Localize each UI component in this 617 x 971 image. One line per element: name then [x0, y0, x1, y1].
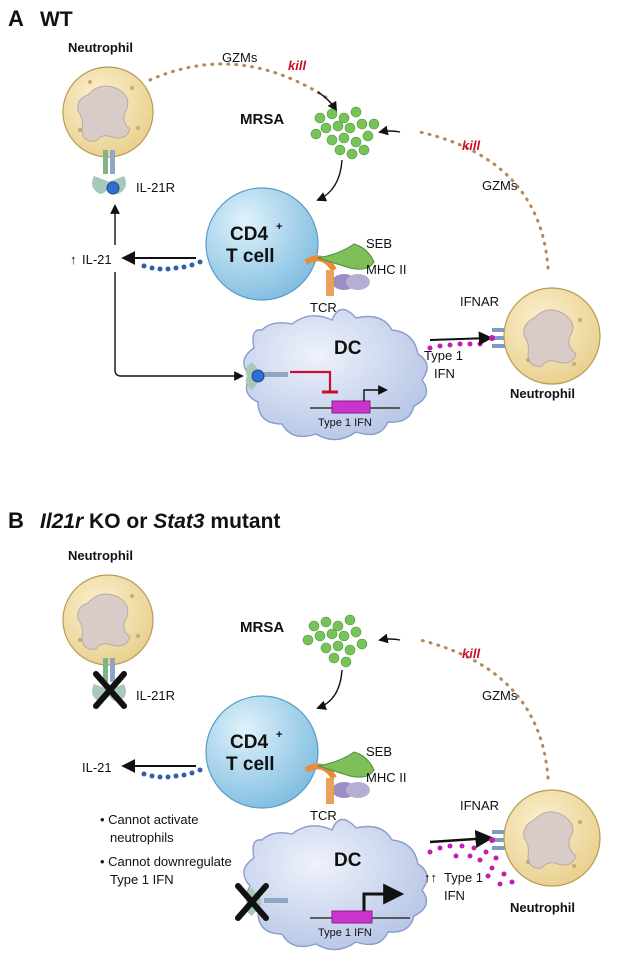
mrsa-to-tcell-arrow [316, 159, 343, 202]
il21-to-dc-arrow [114, 272, 244, 381]
neutrophil-b-right [503, 789, 601, 887]
il21r-receptor [92, 150, 126, 195]
panel-b-title: Il21r KO or Stat3 mutant [40, 510, 280, 533]
il21-dots [141, 259, 203, 272]
ifn-b-arrow [429, 829, 494, 849]
il21r-b-label: IL-21R [136, 688, 175, 703]
il21-b-label: IL-21 [82, 760, 112, 775]
panel-b-letter: B [8, 508, 24, 533]
mhc-b-label: MHC II [366, 770, 406, 785]
inhibition-line [290, 370, 332, 392]
dc-b-label: DC [334, 850, 362, 871]
kill-top-label: kill [288, 58, 306, 73]
tcr-mhc-b-complex [304, 751, 375, 804]
dendritic-cell [243, 308, 428, 441]
gene-box [331, 400, 371, 414]
neutrophil-right-label: Neutrophil [510, 386, 575, 401]
neutrophil-b-top-left-label: Neutrophil [68, 548, 133, 563]
neutrophil-b-right-label: Neutrophil [510, 900, 575, 915]
ifnar-label: IFNAR [460, 294, 499, 309]
tcr-label: TCR [310, 300, 337, 315]
tcr-mhc-complex [304, 243, 375, 296]
il21r-knockout-x-icon [93, 671, 127, 709]
tcr-b-label: TCR [310, 808, 337, 823]
tcell-b-label-line2: T cell [226, 754, 275, 775]
gzms-b-trail [418, 638, 550, 780]
bullet1-line2: neutrophils [110, 830, 174, 845]
bullet2-line1: • Cannot downregulate [100, 854, 232, 869]
panel-b-title-mid: KO or [83, 510, 153, 533]
gzms-top-label: GZMs [222, 50, 258, 65]
seb-label: SEB [366, 236, 392, 251]
type1-b-label-line2: IFN [444, 888, 465, 903]
mrsa-cluster [310, 106, 380, 160]
tcell-label-line2: T cell [226, 246, 275, 267]
gzms-right-label: GZMs [482, 178, 518, 193]
tcell-label-sup: + [276, 221, 282, 233]
gzms-right-arrow [378, 125, 401, 136]
mrsa-b-to-tcell-arrow [316, 669, 343, 710]
gene-b-label: Type 1 IFN [318, 927, 372, 939]
tcell-b-label-line1: CD4 [230, 732, 268, 753]
type1-label-line1: Type 1 [424, 348, 463, 363]
ifn-b-dots [427, 843, 515, 887]
gene-b-transcription-arrow [362, 883, 405, 911]
kill-b-label: kill [462, 646, 480, 661]
neutrophil-top-left [62, 66, 154, 158]
mhc-label: MHC II [366, 262, 406, 277]
type1-label-line2: IFN [434, 366, 455, 381]
bullet2-line2: Type 1 IFN [110, 872, 174, 887]
gene-transcription-arrow [363, 385, 388, 401]
kill-right-label: kill [462, 138, 480, 153]
il21r-label: IL-21R [136, 180, 175, 195]
tcell [205, 187, 319, 301]
tcell-label-line1: CD4 [230, 224, 268, 245]
mrsa-label: MRSA [240, 111, 284, 128]
gzms-top-arrow [317, 91, 338, 112]
dc-il21r-receptor [245, 362, 288, 390]
panel-a-letter: A [8, 6, 24, 31]
neutrophil-right [503, 287, 601, 385]
dc-label: DC [334, 338, 362, 359]
gzms-top-trail [148, 62, 332, 102]
panel-b-title-italic2: Stat3 [153, 510, 205, 533]
il21-b-dots [141, 767, 203, 780]
panel-b-title-end: mutant [205, 510, 281, 533]
gzms-right-trail [418, 130, 550, 270]
gene-label: Type 1 IFN [318, 417, 372, 429]
gzms-b-label: GZMs [482, 688, 518, 703]
neutrophil-b-top-left [62, 574, 154, 666]
mrsa-b-cluster [302, 614, 368, 668]
dc-receptor-knockout-x-icon [235, 883, 269, 921]
ifnar-b-label: IFNAR [460, 798, 499, 813]
type1-b-up-arrows: ↑↑ [424, 870, 437, 885]
panel-a-title: WT [40, 8, 73, 31]
panel-b-title-italic1: Il21r [40, 510, 85, 533]
panel-a: A WT Neutrophil IL-21R GZMs kill MRSA [8, 6, 601, 441]
gzms-b-arrow [378, 633, 401, 644]
ifn-arrow [429, 331, 493, 346]
mrsa-b-label: MRSA [240, 619, 284, 636]
tcell-b [205, 695, 319, 809]
bullet1-line1: • Cannot activate [100, 812, 199, 827]
gene-b-box [331, 910, 373, 924]
neutrophil-top-left-label: Neutrophil [68, 40, 133, 55]
il21-label: IL-21 [82, 252, 112, 267]
il21-up-arrow: ↑ [70, 252, 77, 267]
type1-b-label-line1: Type 1 [444, 870, 483, 885]
tcell-b-label-sup: + [276, 729, 282, 741]
seb-b-label: SEB [366, 744, 392, 759]
panel-b: B Il21r KO or Stat3 mutant Neutrophil IL… [8, 508, 601, 951]
